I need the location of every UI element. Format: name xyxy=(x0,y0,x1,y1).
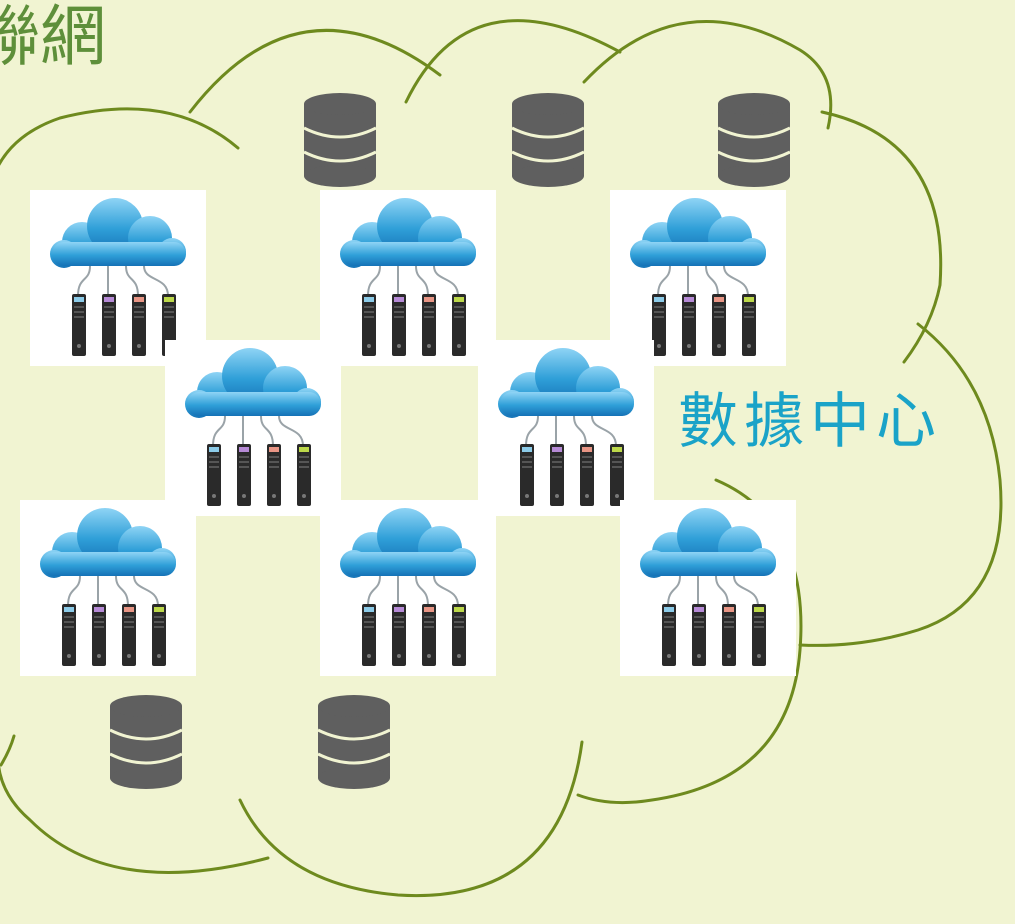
cloud-server-node-2 xyxy=(320,190,496,366)
cloud-server-icon xyxy=(20,500,196,676)
database-3 xyxy=(716,92,792,188)
cloud-server-node-6 xyxy=(20,500,196,676)
cloud-server-node-8 xyxy=(620,500,796,676)
cloud-server-node-1 xyxy=(30,190,206,366)
database-icon xyxy=(108,694,184,790)
cloud-arc-top-1 xyxy=(188,28,442,114)
cloud-server-node-5 xyxy=(478,340,654,516)
cloud-arc-bottom xyxy=(238,740,584,898)
cloud-server-icon xyxy=(320,500,496,676)
database-icon xyxy=(316,694,392,790)
cloud-arc-left-upper xyxy=(0,107,240,166)
cloud-arc-right-upper xyxy=(820,110,943,364)
cloud-arc-right-middle xyxy=(798,322,1003,647)
data-center-label: 數據中心 xyxy=(678,387,942,457)
cloud-arc-top-3 xyxy=(582,20,833,130)
cloud-server-icon xyxy=(30,190,206,366)
diagram-title: 聯網 xyxy=(0,0,106,75)
cloud-server-node-4 xyxy=(165,340,341,516)
cloud-server-icon xyxy=(320,190,496,366)
database-icon xyxy=(716,92,792,188)
cloud-arc-left-lower xyxy=(0,765,270,874)
database-icon xyxy=(510,92,586,188)
database-icon xyxy=(302,92,378,188)
database-1 xyxy=(302,92,378,188)
cloud-server-icon xyxy=(620,500,796,676)
database-5 xyxy=(316,694,392,790)
database-2 xyxy=(510,92,586,188)
cloud-server-node-7 xyxy=(320,500,496,676)
cloud-server-icon xyxy=(478,340,654,516)
cloud-server-icon xyxy=(165,340,341,516)
cloud-server-icon xyxy=(610,190,786,366)
cloud-server-node-3 xyxy=(610,190,786,366)
cloud-arc-top-2 xyxy=(404,19,622,104)
database-4 xyxy=(108,694,184,790)
cloud-arc-left-tick xyxy=(0,734,16,767)
